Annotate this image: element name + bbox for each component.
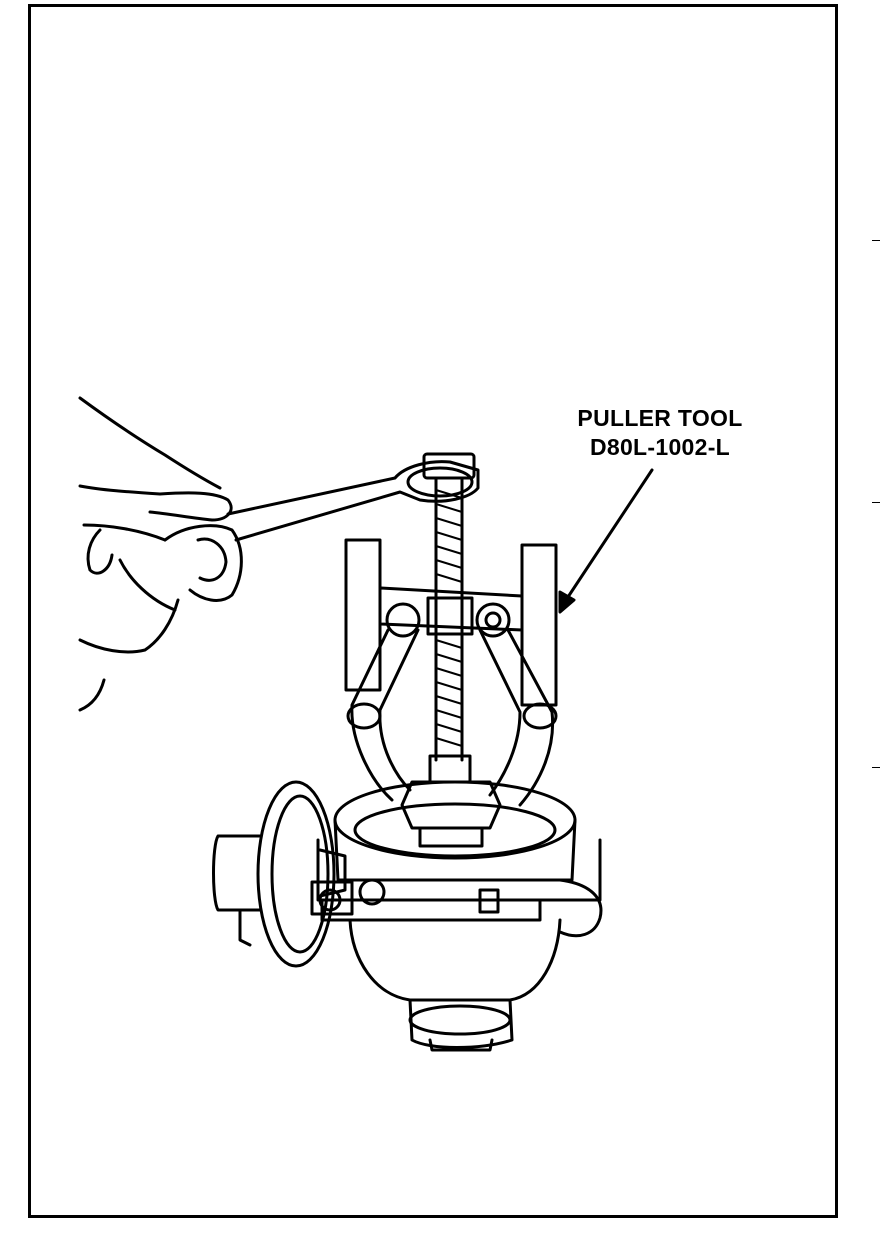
margin-tick bbox=[872, 767, 880, 768]
wrench bbox=[226, 460, 480, 542]
shaft-nut bbox=[400, 754, 502, 848]
puller-tool-callout: PULLER TOOL D80L-1002-L bbox=[540, 404, 780, 462]
vacuum-advance-unit bbox=[212, 780, 347, 968]
callout-arrow bbox=[558, 468, 654, 614]
distributor-body bbox=[310, 780, 603, 1052]
callout-line-1: PULLER TOOL bbox=[577, 405, 743, 431]
forcing-screw bbox=[422, 452, 476, 762]
margin-tick bbox=[872, 502, 880, 503]
figure-frame bbox=[28, 4, 838, 1218]
hand bbox=[78, 396, 243, 712]
callout-line-2: D80L-1002-L bbox=[589, 434, 731, 460]
puller-tool bbox=[344, 538, 558, 807]
margin-tick bbox=[872, 240, 880, 241]
